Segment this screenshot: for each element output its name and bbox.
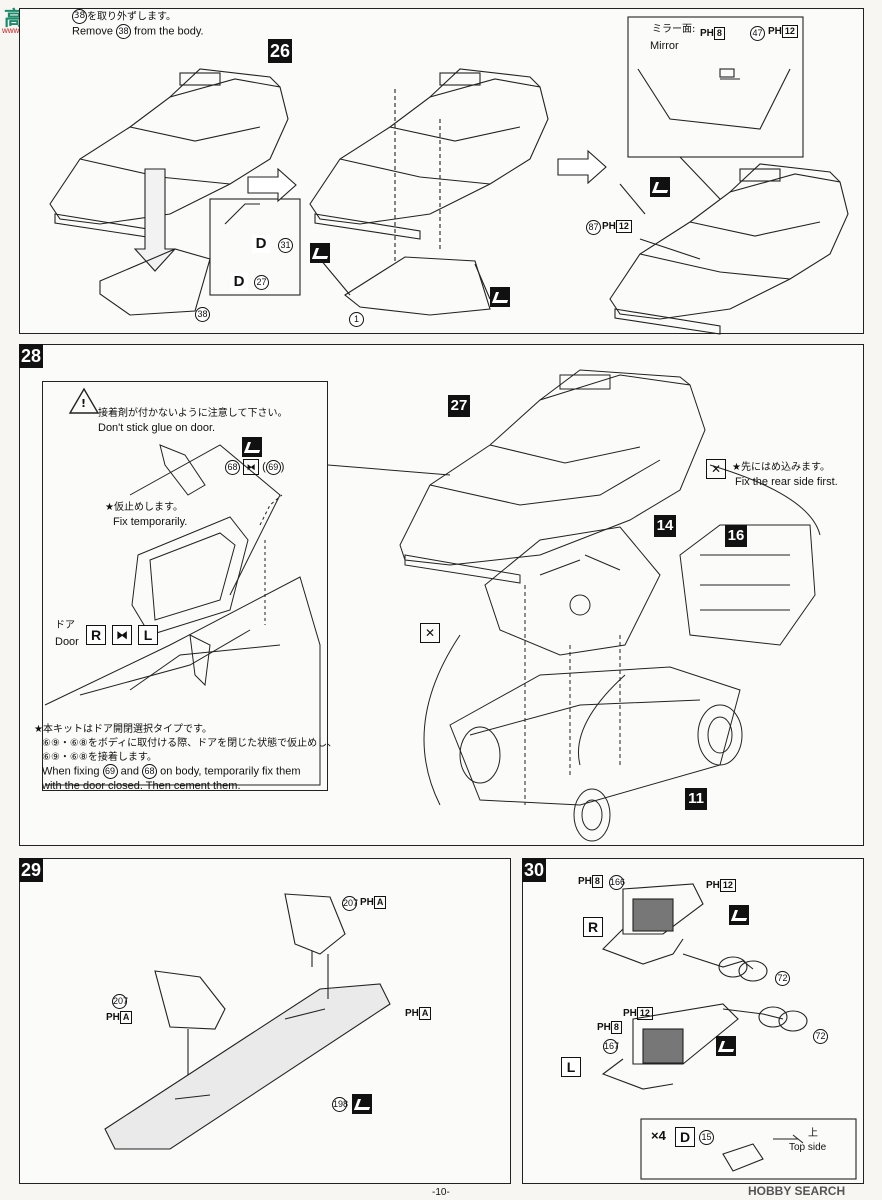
step-30-number: 30 <box>522 858 546 882</box>
note-jp-line2: ⑥⑨・⑥⑧をボディに取付ける際、ドアを閉じた状態で仮止めし、 <box>42 738 338 749</box>
ref-step-16: 16 <box>725 525 747 547</box>
part-167: 167 <box>603 1039 619 1054</box>
note-en-line2: with the door closed. Then cement them. <box>42 780 241 792</box>
d-box-15: D <box>675 1127 695 1147</box>
d-label-31: D <box>252 235 270 253</box>
note-en-line1: When fixing 69 and 68 on body, temporari… <box>42 764 301 779</box>
remove-note-en: Remove 38 from the body. <box>72 24 204 39</box>
side-r-box: R <box>583 917 603 937</box>
no-cement-icon: ✕ <box>420 623 440 643</box>
cement-icon <box>650 177 670 197</box>
part-d27: 27 <box>254 275 269 290</box>
rear-first-jp: ★先にはめ込みます。 <box>732 462 830 473</box>
part-1-label: 1 <box>349 312 364 327</box>
part-47: 47 <box>750 26 765 41</box>
step-29-drawing <box>104 893 391 1150</box>
step-28-number: 28 <box>19 344 43 368</box>
door-l-box: L <box>138 625 158 645</box>
part-d31: 31 <box>278 238 293 253</box>
step-29-number: 29 <box>19 858 43 882</box>
warning-exclamation: ! <box>81 397 87 410</box>
d-label-27: D <box>230 273 248 291</box>
door-r-box: R <box>86 625 106 645</box>
part-207-lower: 207 <box>112 994 128 1009</box>
top-side-en: Top side <box>789 1142 827 1153</box>
part-166: 166 <box>609 875 625 890</box>
cement-icon <box>490 287 510 307</box>
note-jp-line1: ★本キットはドア開閉選択タイプです。 <box>34 724 212 735</box>
mirror-label-en: Mirror <box>650 40 679 52</box>
warning-text-jp: 接着剤が付かないように注意して下さい。 <box>98 408 288 419</box>
cement-icon <box>242 437 262 457</box>
cement-icon <box>310 243 330 263</box>
ref-step-14: 14 <box>654 515 676 537</box>
step-26-27-drawing <box>49 16 849 335</box>
fix-temp-jp: ★仮止めします。 <box>105 502 183 513</box>
ref-step-11: 11 <box>685 788 707 810</box>
part-87: 87 <box>586 220 601 235</box>
door-label-jp: ドア <box>55 620 75 631</box>
mirror-symbol-icon: ⧓ <box>243 459 260 475</box>
cement-icon <box>716 1036 736 1056</box>
step-28-drawing <box>44 369 821 842</box>
top-side-jp: 上 <box>808 1128 818 1139</box>
door-label-en: Door <box>55 636 79 648</box>
part-72-r: 72 <box>775 971 790 986</box>
page-number: -10- <box>432 1187 450 1198</box>
door-parts-ref: 68 ⧓ (69) <box>225 459 284 475</box>
part-38-ref: 38 <box>72 9 87 24</box>
hobby-search-brand: HOBBY SEARCH <box>748 1184 846 1198</box>
step-30-drawing <box>601 883 857 1180</box>
door-mirror-icon: ⧓ <box>112 625 132 645</box>
warning-text-en: Don't stick glue on door. <box>98 422 216 434</box>
ref-step-27: 27 <box>448 395 470 417</box>
side-l-box: L <box>561 1057 581 1077</box>
panel-step-28: 28 <box>19 344 864 846</box>
qty-label: ×4 <box>651 1128 666 1143</box>
part-15: 15 <box>699 1130 714 1145</box>
part-72-l: 72 <box>813 1029 828 1044</box>
step-26-number: 26 <box>268 39 292 63</box>
no-cement-icon: ✕ <box>706 459 726 479</box>
mirror-label-jp: ミラー面: <box>652 24 696 35</box>
part-198: 198 <box>332 1097 348 1112</box>
part-207-upper: 207 <box>342 896 358 911</box>
note-jp-line3: ⑥⑨・⑥⑧を接着します。 <box>42 752 157 763</box>
door-inset <box>42 381 328 791</box>
part-38-label: 38 <box>195 307 210 322</box>
fix-temp-en: Fix temporarily. <box>113 516 188 528</box>
rear-first-en: Fix the rear side first. <box>735 476 838 488</box>
cement-icon <box>352 1094 372 1114</box>
cement-icon <box>729 905 749 925</box>
